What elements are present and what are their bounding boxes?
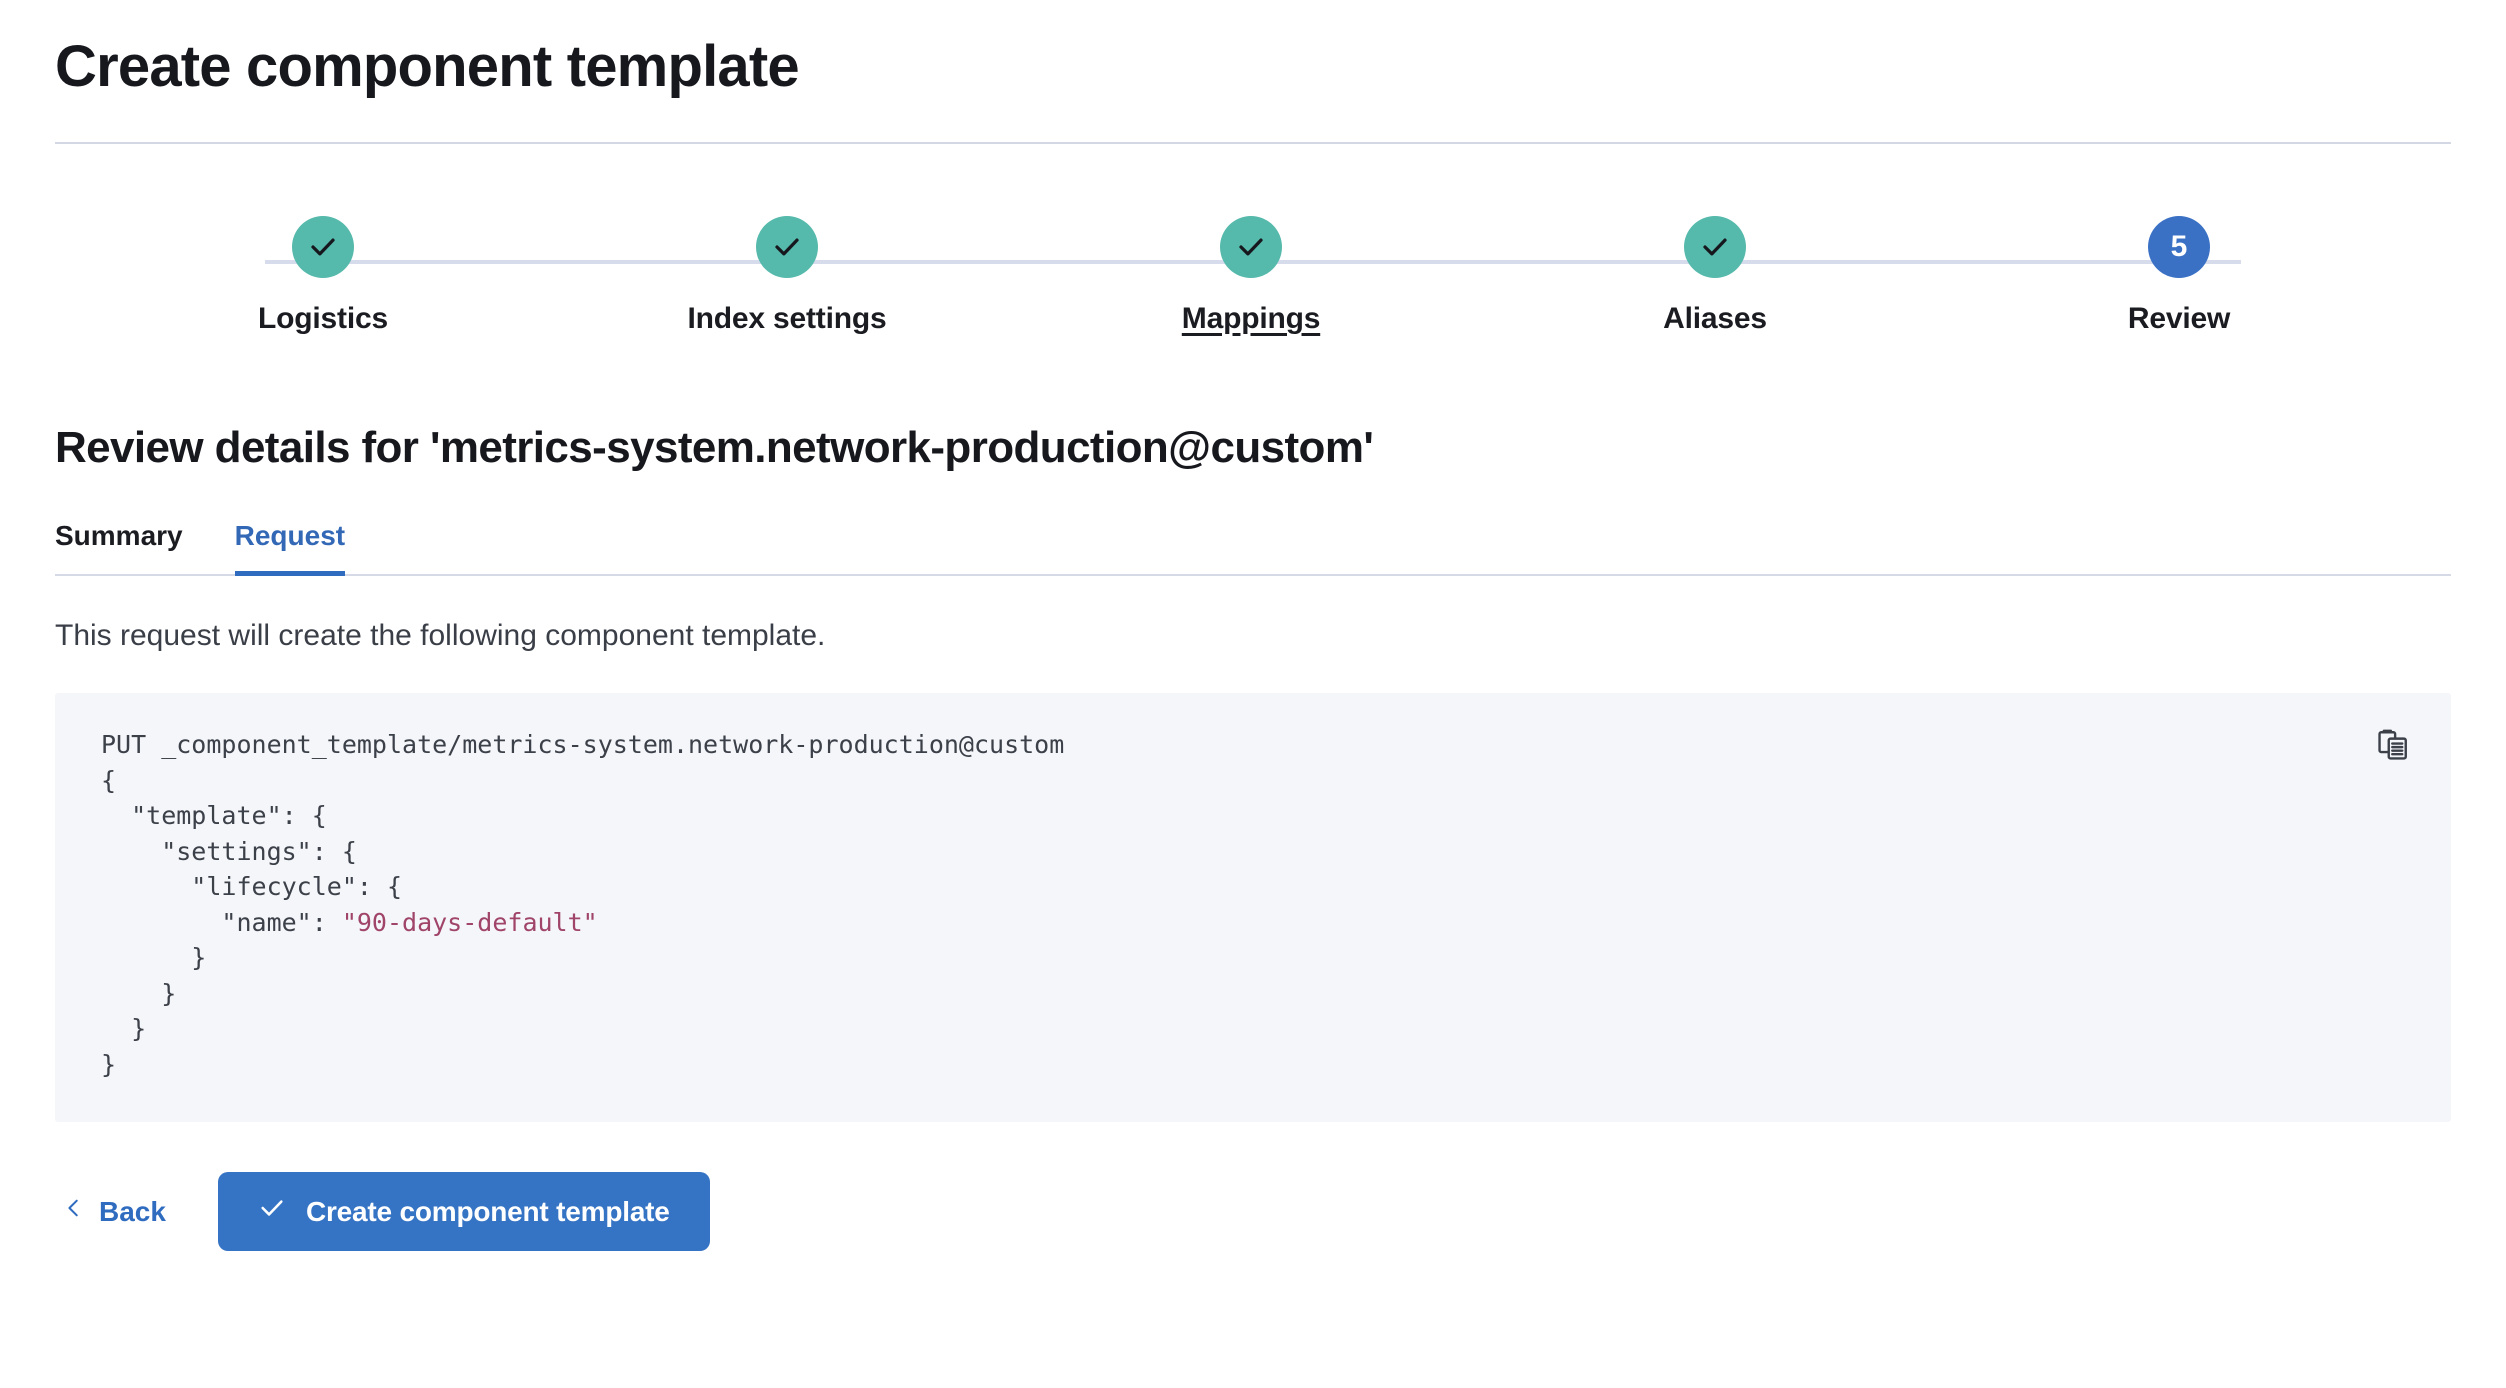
step-review-circle[interactable]: 5 xyxy=(2148,216,2210,278)
back-button[interactable]: Back xyxy=(55,1183,174,1240)
check-icon xyxy=(308,232,338,262)
check-icon xyxy=(1236,232,1266,262)
step-mappings-circle[interactable] xyxy=(1220,216,1282,278)
check-icon xyxy=(1700,232,1730,262)
step-mappings[interactable]: Mappings xyxy=(1161,216,1341,336)
review-heading: Review details for 'metrics-system.netwo… xyxy=(55,423,1374,472)
step-logistics-circle[interactable] xyxy=(292,216,354,278)
step-review-number: 5 xyxy=(2170,230,2188,263)
create-component-template-button-label: Create component template xyxy=(305,1195,670,1227)
footer-actions: Back Create component template xyxy=(55,1172,2451,1252)
step-aliases-circle[interactable] xyxy=(1684,216,1746,278)
back-button-label: Back xyxy=(99,1195,166,1227)
stepper-steps: Logistics Index settings xyxy=(55,216,2451,336)
tab-summary[interactable]: Summary xyxy=(55,520,183,552)
request-code-text: PUT _component_template/metrics-system.n… xyxy=(101,730,1065,1079)
page-title: Create component template xyxy=(55,34,800,99)
request-description: This request will create the following c… xyxy=(55,619,826,653)
step-mappings-label[interactable]: Mappings xyxy=(1181,302,1321,335)
header-divider xyxy=(55,142,2451,144)
code-string-literal: "90-days-default" xyxy=(341,907,598,937)
chevron-left-icon xyxy=(63,1193,85,1230)
step-aliases-label: Aliases xyxy=(1663,302,1767,335)
step-review[interactable]: 5 Review xyxy=(2089,216,2269,336)
step-logistics[interactable]: Logistics xyxy=(233,216,413,336)
step-index-settings[interactable]: Index settings xyxy=(688,216,887,336)
step-index-settings-circle[interactable] xyxy=(756,216,818,278)
review-tabs: Summary Request xyxy=(55,520,2451,577)
copy-clipboard-icon[interactable] xyxy=(2371,723,2415,767)
tab-request[interactable]: Request xyxy=(234,520,346,577)
step-aliases[interactable]: Aliases xyxy=(1625,216,1805,336)
step-logistics-label: Logistics xyxy=(258,302,388,335)
request-code-panel: PUT _component_template/metrics-system.n… xyxy=(55,693,2451,1123)
create-component-template-button[interactable]: Create component template xyxy=(217,1172,710,1252)
step-index-settings-label: Index settings xyxy=(687,302,887,335)
check-icon xyxy=(258,1194,286,1229)
check-icon xyxy=(772,232,802,262)
step-review-label: Review xyxy=(2127,302,2231,335)
wizard-stepper: Logistics Index settings xyxy=(55,216,2451,346)
request-code-body: PUT _component_template/metrics-system.n… xyxy=(101,727,2405,1082)
